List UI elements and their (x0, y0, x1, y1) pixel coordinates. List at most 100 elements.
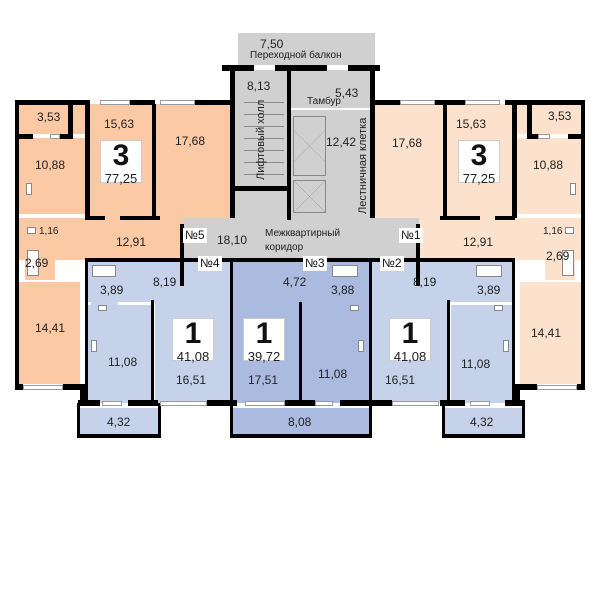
wall (435, 100, 465, 105)
wall (18, 134, 33, 139)
apt2-summary-badge[interactable]: 1 41,08 (389, 318, 431, 364)
wall (195, 100, 230, 105)
corridor-label-2: коридор (265, 242, 304, 253)
apt1-hall-area: 12,91 (463, 235, 494, 249)
wall (362, 400, 392, 406)
stairwell-area: 12,42 (326, 135, 357, 149)
apt3-hall-area: 4,72 (283, 275, 307, 289)
wall (222, 65, 254, 71)
apt4-kitchen-area: 11,08 (108, 355, 138, 369)
wall (522, 403, 525, 438)
wall (370, 65, 375, 218)
corridor-area: 18,10 (217, 233, 248, 247)
apt4-room-count: 1 (184, 317, 202, 350)
apt2-total-area: 41,08 (393, 349, 427, 364)
apt1-bath-area: 2,69 (546, 249, 570, 263)
window (100, 100, 130, 105)
wall (152, 104, 156, 218)
apt2-loggia[interactable] (445, 408, 522, 434)
bathtub-icon (27, 250, 39, 276)
wall (68, 104, 73, 139)
transition-balcony[interactable] (238, 33, 375, 65)
apt1-room-count: 3 (470, 139, 488, 172)
wall (512, 258, 515, 403)
apt5-balcony[interactable] (18, 104, 85, 134)
toilet-icon (494, 305, 503, 311)
apt2-kitchen[interactable] (451, 305, 512, 403)
apt3-hall[interactable] (299, 262, 369, 403)
apt2-hall-area: 8,19 (413, 275, 437, 289)
wall (442, 434, 525, 438)
apt1-bedroom[interactable] (520, 282, 582, 384)
wall (77, 403, 80, 438)
wall (440, 400, 465, 406)
wall (285, 400, 315, 406)
apt2-number: №2 (380, 256, 404, 271)
wall (63, 384, 88, 390)
vestibule-area: 5,43 (335, 86, 359, 100)
wall (130, 100, 155, 105)
apt4-hall-area: 8,19 (153, 275, 177, 289)
elevator-small-icon (293, 180, 326, 213)
apt4-summary-badge[interactable]: 1 41,08 (172, 317, 214, 364)
apt1-kitchen[interactable] (517, 138, 583, 214)
window (315, 401, 333, 406)
window (538, 134, 550, 139)
apt1-living-b-area: 15,63 (456, 117, 487, 131)
apt1-summary-badge[interactable]: 3 77,25 (458, 139, 500, 186)
apt1-living-a-area: 17,68 (392, 136, 423, 150)
apt3-kitchen-area: 11,08 (318, 367, 348, 381)
wall (120, 216, 160, 220)
apt1-wc-area: 1,16 (543, 226, 563, 237)
lift-hall-stairs-icon (244, 95, 284, 187)
wall (128, 400, 158, 406)
apt3-bath-area: 3,88 (331, 283, 355, 297)
wall (207, 400, 237, 406)
wall (60, 134, 68, 139)
stove-icon (358, 340, 364, 352)
wall (299, 302, 302, 403)
wall (85, 100, 90, 218)
wall (180, 224, 184, 286)
vestibule[interactable] (290, 70, 375, 108)
apt5-living-b-area: 15,63 (104, 117, 135, 131)
apt4-living-area: 16,51 (176, 373, 207, 387)
window (50, 134, 60, 139)
wall (440, 216, 480, 220)
apt2-loggia-area: 4,32 (470, 415, 494, 429)
apt4-kitchen[interactable] (88, 305, 151, 403)
apt5-summary-badge[interactable]: 3 77,25 (100, 140, 142, 186)
apt5-balcony-area: 3,53 (37, 110, 61, 124)
window (160, 401, 207, 406)
apt3-total-area: 39,72 (247, 349, 281, 364)
wall (512, 386, 520, 406)
wall (275, 65, 327, 71)
stairwell-label: Лестничная клетка (357, 117, 369, 214)
apt1-living-a[interactable] (373, 104, 443, 218)
apt2-living-area: 16,51 (385, 373, 416, 387)
apt3-loggia-area: 8,08 (288, 415, 312, 429)
wall (577, 384, 585, 390)
wall (85, 258, 515, 262)
toilet-icon (350, 305, 359, 311)
inter-apartment-corridor[interactable] (183, 218, 419, 260)
apt5-kitchen-area: 10,88 (35, 158, 66, 172)
stove-icon (91, 340, 97, 352)
apt4-loggia[interactable] (80, 408, 158, 434)
apt3-summary-badge[interactable]: 1 39,72 (243, 318, 285, 364)
wall (230, 258, 233, 438)
apt1-bedroom-area: 14,41 (531, 326, 562, 340)
wall (442, 403, 445, 438)
apt5-bedroom[interactable] (18, 282, 80, 384)
apt4-total-area: 41,08 (176, 349, 210, 364)
apt5-living-a[interactable] (155, 104, 231, 218)
wall (15, 100, 88, 105)
stove-icon (570, 183, 576, 195)
apt3-loggia[interactable] (233, 408, 369, 434)
wall (230, 434, 372, 438)
apt5-kitchen[interactable] (18, 138, 85, 214)
window (470, 401, 490, 406)
apt5-living-a-area: 17,68 (175, 134, 206, 148)
wall (151, 300, 154, 405)
